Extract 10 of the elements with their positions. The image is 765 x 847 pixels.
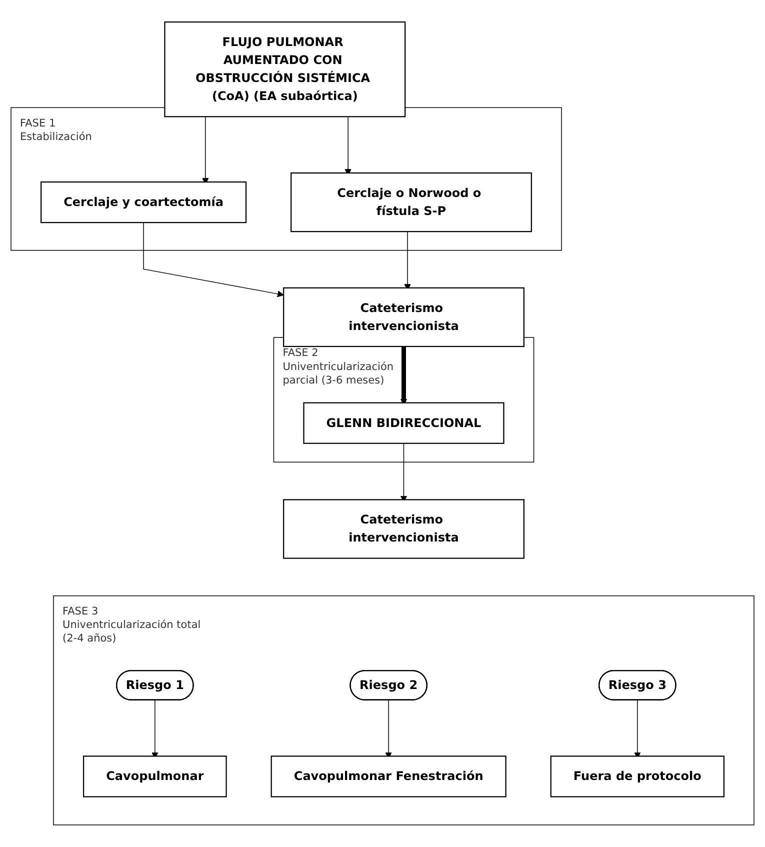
node-box: GLENN BIDIRECCIONAL — [303, 402, 504, 444]
node-box: Cateterismo intervencionista — [283, 287, 524, 348]
node-box: Cavopulmonar Fenestración — [270, 756, 506, 798]
node-box: Cavopulmonar — [82, 756, 227, 798]
node-box: Cateterismo intervencionista — [283, 499, 524, 559]
node-box: Cerclaje o Norwood o fístula S-P — [290, 172, 532, 232]
node-box: FLUJO PULMONAR AUMENTADO CON OBSTRUCCIÓN SISTÉMICA (CoA) (EA subaórtica) — [164, 22, 406, 118]
arrow — [143, 222, 284, 298]
node-box: Cerclaje y coartectomía — [40, 181, 247, 224]
node-box: Fuera de protocolo — [550, 756, 725, 798]
